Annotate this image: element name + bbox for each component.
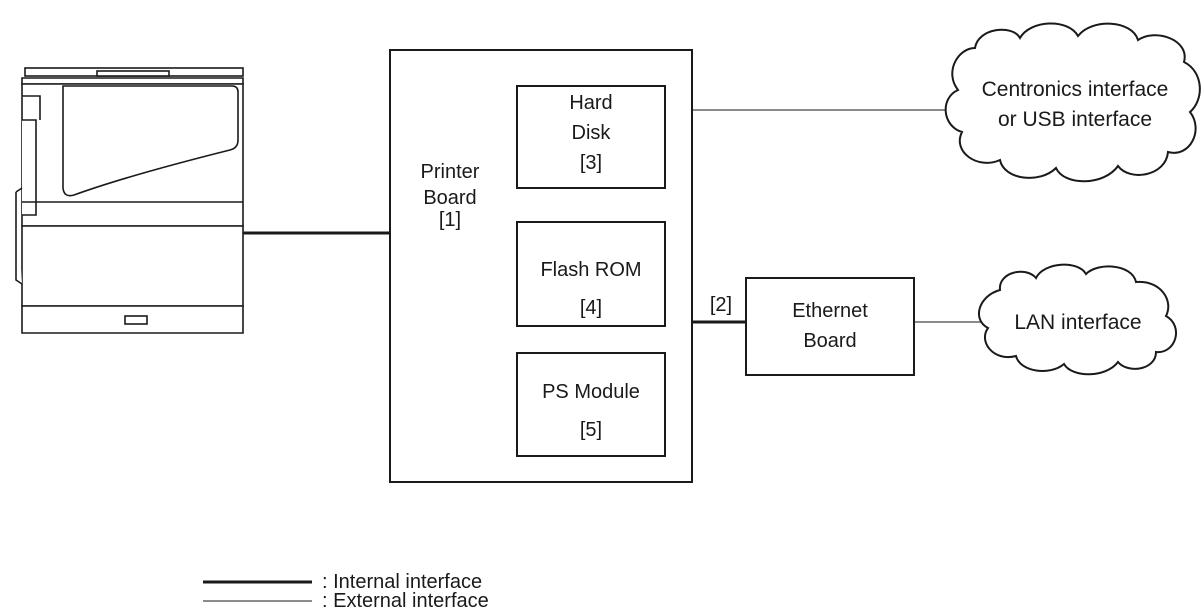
usb-interface-cloud bbox=[944, 22, 1201, 183]
ethernet-board-box bbox=[745, 277, 915, 376]
printer-board-line1: Printer bbox=[420, 161, 480, 183]
hard-disk-line2: Disk bbox=[571, 122, 611, 144]
flash-rom-label: Flash ROM [4] bbox=[517, 257, 665, 321]
printer-board-line2: Board bbox=[423, 187, 477, 209]
hard-disk-line1: Hard bbox=[569, 92, 613, 114]
usb-interface-line2: or USB interface bbox=[997, 108, 1153, 131]
hard-disk-line3: [3] bbox=[579, 152, 603, 174]
legend-internal-label: : Internal interface bbox=[322, 571, 483, 593]
lan-interface-cloud bbox=[978, 263, 1177, 376]
ethernet-board-label: Ethernet Board bbox=[746, 298, 914, 354]
flash-rom-line1: Flash ROM bbox=[540, 259, 642, 281]
copier-illustration bbox=[15, 67, 244, 334]
ps-module-line2: [5] bbox=[579, 419, 603, 441]
ps-module-line1: PS Module bbox=[542, 381, 640, 403]
printer-board-box bbox=[389, 49, 693, 483]
legend-external-label: : External interface bbox=[322, 590, 489, 612]
connector-label: [2] bbox=[709, 294, 733, 316]
usb-interface-cloud-label: Centronics interface or USB interface bbox=[945, 77, 1204, 133]
ethernet-board-line1: Ethernet bbox=[792, 300, 868, 322]
hard-disk-label: Hard Disk [3] bbox=[517, 90, 665, 176]
printer-board-label: Printer Board [1] bbox=[405, 159, 495, 233]
lan-interface-line1: LAN interface bbox=[1014, 311, 1142, 334]
ps-module-label: PS Module [5] bbox=[517, 379, 665, 443]
hard-disk-box bbox=[516, 85, 666, 189]
ps-module-box bbox=[516, 352, 666, 457]
printer-board-line3: [1] bbox=[438, 209, 462, 231]
flash-rom-line2: [4] bbox=[579, 297, 603, 319]
ethernet-board-line2: Board bbox=[803, 330, 857, 352]
lan-interface-cloud-label: LAN interface bbox=[978, 310, 1178, 336]
flash-rom-box bbox=[516, 221, 666, 327]
usb-interface-line1: Centronics interface bbox=[981, 78, 1169, 101]
